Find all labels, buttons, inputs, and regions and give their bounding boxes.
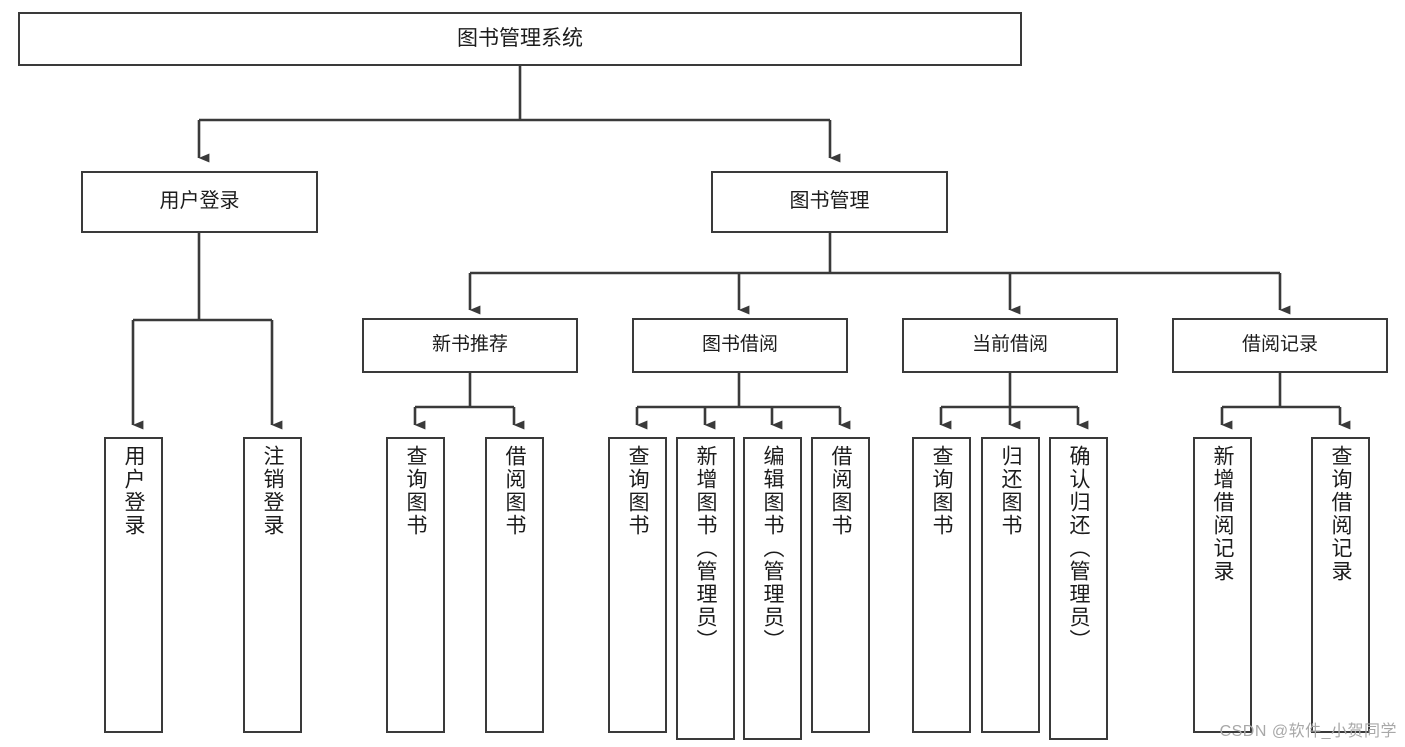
leaf-query-books-recommend[interactable]: 查询图书 xyxy=(386,437,445,733)
node-label: 查询图书 xyxy=(626,445,649,537)
leaf-logout[interactable]: 注销登录 xyxy=(243,437,302,733)
node-label: 确认归还（管理员） xyxy=(1067,445,1090,652)
node-label: 新增图书（管理员） xyxy=(694,445,717,652)
node-label: 新书推荐 xyxy=(431,334,508,356)
node-label: 用户登录 xyxy=(122,445,145,537)
leaf-query-books-borrow[interactable]: 查询图书 xyxy=(608,437,667,733)
leaf-add-borrow-record[interactable]: 新增借阅记录 xyxy=(1193,437,1252,733)
node-label: 查询图书 xyxy=(404,445,427,537)
leaf-edit-book-admin[interactable]: 编辑图书（管理员） xyxy=(743,437,802,740)
node-label: 新增借阅记录 xyxy=(1211,445,1234,583)
node-book-borrow[interactable]: 图书借阅 xyxy=(632,318,848,373)
node-label: 借阅图书 xyxy=(503,445,526,537)
node-label: 用户登录 xyxy=(159,190,240,213)
leaf-borrow-books-recommend[interactable]: 借阅图书 xyxy=(485,437,544,733)
node-label: 图书管理 xyxy=(789,190,870,213)
node-label: 借阅图书 xyxy=(829,445,852,537)
node-label: 归还图书 xyxy=(999,445,1022,537)
node-book-management[interactable]: 图书管理 xyxy=(711,171,948,233)
leaf-borrow-books[interactable]: 借阅图书 xyxy=(811,437,870,733)
leaf-confirm-return-admin[interactable]: 确认归还（管理员） xyxy=(1049,437,1108,740)
leaf-user-login[interactable]: 用户登录 xyxy=(104,437,163,733)
leaf-add-book-admin[interactable]: 新增图书（管理员） xyxy=(676,437,735,740)
node-label: 当前借阅 xyxy=(971,334,1048,356)
node-user-login[interactable]: 用户登录 xyxy=(81,171,318,233)
leaf-return-books[interactable]: 归还图书 xyxy=(981,437,1040,733)
watermark-text: CSDN @软件_小贺同学 xyxy=(1219,723,1397,740)
node-root-system[interactable]: 图书管理系统 xyxy=(18,12,1022,66)
node-new-book-recommend[interactable]: 新书推荐 xyxy=(362,318,578,373)
node-label: 编辑图书（管理员） xyxy=(761,445,784,652)
node-current-borrow[interactable]: 当前借阅 xyxy=(902,318,1118,373)
leaf-query-books-current[interactable]: 查询图书 xyxy=(912,437,971,733)
leaf-query-borrow-record[interactable]: 查询借阅记录 xyxy=(1311,437,1370,733)
node-borrow-record[interactable]: 借阅记录 xyxy=(1172,318,1388,373)
node-label: 查询借阅记录 xyxy=(1329,445,1352,583)
node-label: 查询图书 xyxy=(930,445,953,537)
node-label: 图书管理系统 xyxy=(457,26,583,50)
node-label: 注销登录 xyxy=(261,445,284,537)
node-label: 借阅记录 xyxy=(1241,334,1318,356)
node-label: 图书借阅 xyxy=(701,334,778,356)
